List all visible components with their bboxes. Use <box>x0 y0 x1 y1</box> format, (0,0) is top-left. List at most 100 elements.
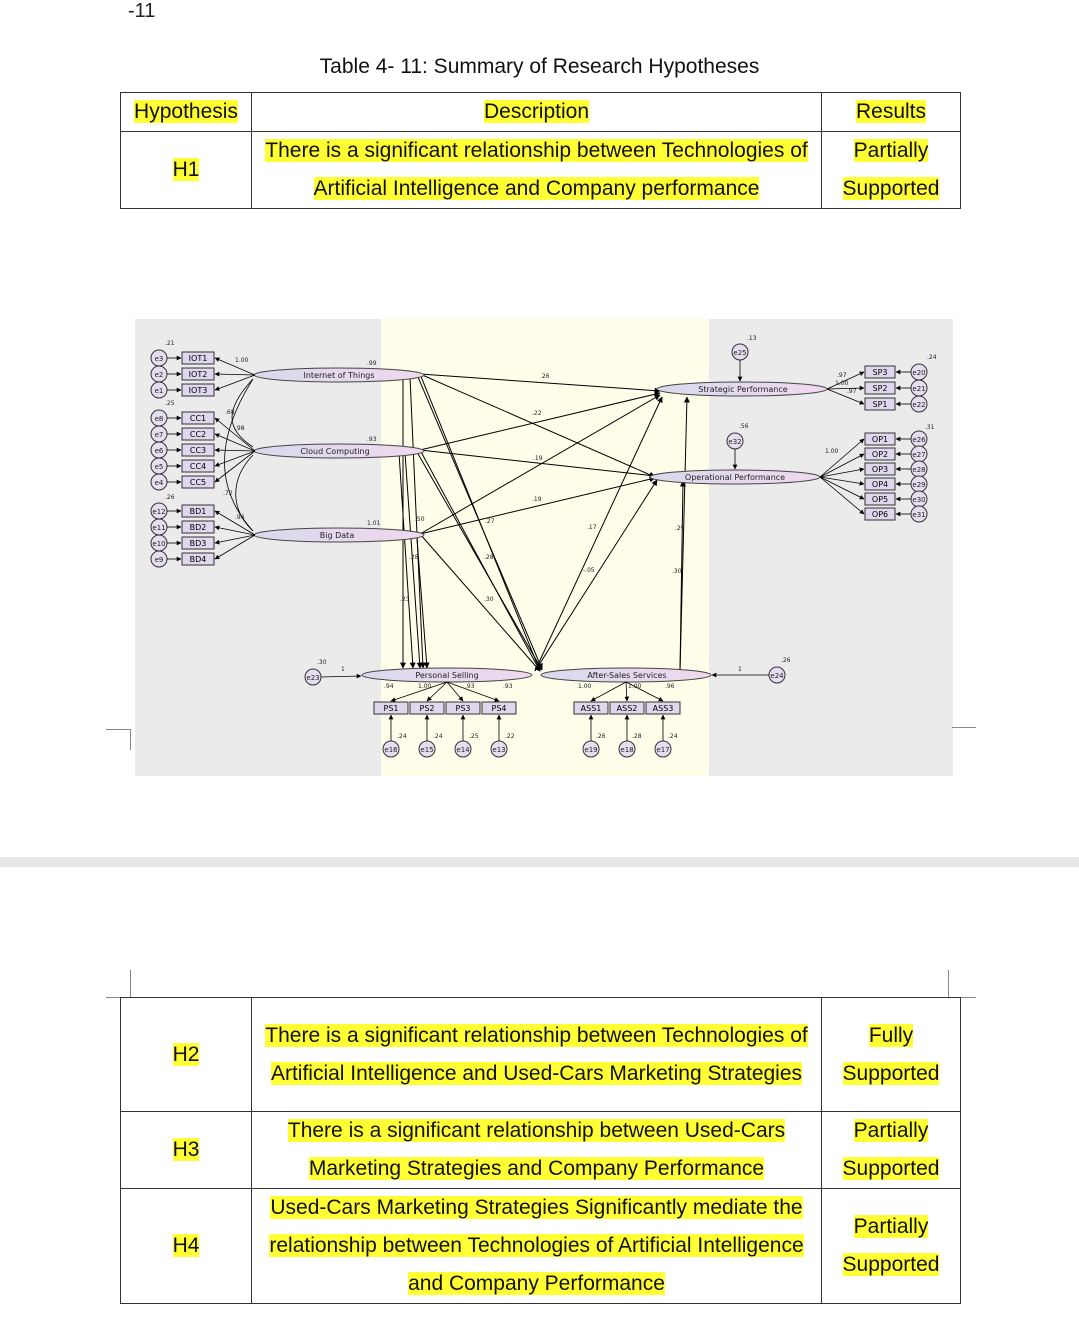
indicator-ass3: ASS3 <box>645 701 681 715</box>
svg-text:e14: e14 <box>456 746 470 754</box>
svg-text:e32: e32 <box>728 438 741 446</box>
indicator-ps4: PS4 <box>481 701 517 715</box>
svg-text:IOT1: IOT1 <box>189 354 208 363</box>
svg-text:1.00: 1.00 <box>628 683 642 690</box>
svg-text:e16: e16 <box>384 746 398 754</box>
svg-text:1.00: 1.00 <box>235 357 249 364</box>
svg-text:OP2: OP2 <box>872 450 888 459</box>
indicator-iot2: IOT2 <box>181 367 215 381</box>
svg-text:.24: .24 <box>397 733 407 740</box>
svg-text:BD1: BD1 <box>190 507 207 516</box>
svg-text:.93: .93 <box>367 436 377 443</box>
svg-text:.30: .30 <box>484 596 494 603</box>
svg-text:.97: .97 <box>837 372 847 379</box>
svg-text:BD3: BD3 <box>190 539 207 548</box>
hypothesis-result: Partially Supported <box>821 1111 961 1189</box>
table-row: H1 There is a significant relationship b… <box>120 131 961 209</box>
svg-text:.26: .26 <box>540 373 550 380</box>
svg-text:e21: e21 <box>912 385 925 393</box>
svg-text:.28: .28 <box>632 733 642 740</box>
svg-text:CC1: CC1 <box>190 414 206 423</box>
svg-text:.17: .17 <box>587 524 597 531</box>
svg-text:.22: .22 <box>532 410 542 417</box>
svg-text:1.00: 1.00 <box>825 448 839 455</box>
svg-text:OP4: OP4 <box>872 480 888 489</box>
svg-text:SP1: SP1 <box>873 400 888 409</box>
indicator-sp3: SP3 <box>864 365 896 379</box>
svg-text:Internet of Things: Internet of Things <box>303 371 374 380</box>
svg-text:1.01: 1.01 <box>367 520 381 527</box>
svg-text:1.00: 1.00 <box>578 683 592 690</box>
svg-text:.98: .98 <box>235 425 245 432</box>
table-caption: Table 4- 11: Summary of Research Hypothe… <box>319 55 760 78</box>
header-results: Results <box>821 92 961 132</box>
svg-text:.21: .21 <box>165 340 175 347</box>
indicator-ass1: ASS1 <box>573 701 609 715</box>
svg-text:BD4: BD4 <box>190 555 207 564</box>
indicator-iot1: IOT1 <box>181 351 215 365</box>
svg-text:.93: .93 <box>503 683 513 690</box>
crop-mark <box>130 970 131 997</box>
svg-text:e25: e25 <box>733 349 746 357</box>
crop-mark <box>948 970 949 997</box>
svg-text:e8: e8 <box>155 415 164 423</box>
indicator-op5: OP5 <box>864 492 896 506</box>
header-hypothesis: Hypothesis <box>120 92 252 132</box>
hypotheses-table-part-2: H2 There is a significant relationship b… <box>120 997 961 1304</box>
svg-text:PS1: PS1 <box>384 704 399 713</box>
svg-text:.99: .99 <box>367 360 377 367</box>
svg-text:PS3: PS3 <box>456 704 471 713</box>
svg-text:PS4: PS4 <box>492 704 507 713</box>
header-description: Description <box>251 92 822 132</box>
svg-text:e4: e4 <box>155 479 164 487</box>
svg-text:.93: .93 <box>465 683 475 690</box>
svg-text:.19: .19 <box>533 455 543 462</box>
indicator-cc4: CC4 <box>181 459 215 473</box>
svg-text:e23: e23 <box>306 674 319 682</box>
crop-mark <box>106 997 130 998</box>
page-separator <box>0 857 1079 867</box>
table-row: H4 Used-Cars Marketing Strategies Signif… <box>120 1188 961 1304</box>
svg-text:e1: e1 <box>155 387 164 395</box>
svg-text:CC2: CC2 <box>190 430 206 439</box>
crop-mark <box>106 729 130 730</box>
hypothesis-result: Fully Supported <box>821 997 961 1112</box>
svg-text:e31: e31 <box>912 511 925 519</box>
svg-text:1.00: 1.00 <box>418 683 432 690</box>
crop-mark <box>130 729 131 750</box>
svg-text:1.00: 1.00 <box>835 380 849 387</box>
svg-text:e29: e29 <box>912 481 925 489</box>
svg-text:OP6: OP6 <box>872 510 888 519</box>
svg-text:e28: e28 <box>912 466 925 474</box>
svg-text:e20: e20 <box>912 369 925 377</box>
indicator-ps2: PS2 <box>409 701 445 715</box>
svg-text:.28: .28 <box>409 554 419 561</box>
svg-text:Personal Selling: Personal Selling <box>415 671 478 680</box>
svg-text:Cloud Computing: Cloud Computing <box>300 447 369 456</box>
svg-text:.25: .25 <box>469 733 479 740</box>
svg-text:-.05: -.05 <box>583 567 595 574</box>
hypothesis-description: There is a significant relationship betw… <box>251 131 822 209</box>
svg-text:e9: e9 <box>155 556 164 564</box>
indicator-op6: OP6 <box>864 507 896 521</box>
indicator-bd3: BD3 <box>181 536 215 550</box>
hypothesis-id: H2 <box>120 997 252 1112</box>
svg-text:ASS1: ASS1 <box>581 704 602 713</box>
svg-text:.26: .26 <box>781 657 791 664</box>
svg-text:.30: .30 <box>317 659 327 666</box>
svg-text:.56: .56 <box>739 423 749 430</box>
indicator-cc3: CC3 <box>181 443 215 457</box>
svg-text:Big Data: Big Data <box>320 531 355 540</box>
svg-text:e17: e17 <box>656 746 669 754</box>
indicator-op3: OP3 <box>864 462 896 476</box>
svg-text:ASS2: ASS2 <box>617 704 638 713</box>
hypothesis-description: Used-Cars Marketing Strategies Significa… <box>251 1188 822 1304</box>
svg-text:CC4: CC4 <box>190 462 206 471</box>
indicator-ps3: PS3 <box>445 701 481 715</box>
table-row: H2 There is a significant relationship b… <box>120 997 961 1112</box>
indicator-cc5: CC5 <box>181 475 215 489</box>
svg-text:e6: e6 <box>155 447 164 455</box>
svg-text:e7: e7 <box>155 431 164 439</box>
svg-text:.96: .96 <box>665 683 675 690</box>
indicator-sp1: SP1 <box>864 397 896 411</box>
